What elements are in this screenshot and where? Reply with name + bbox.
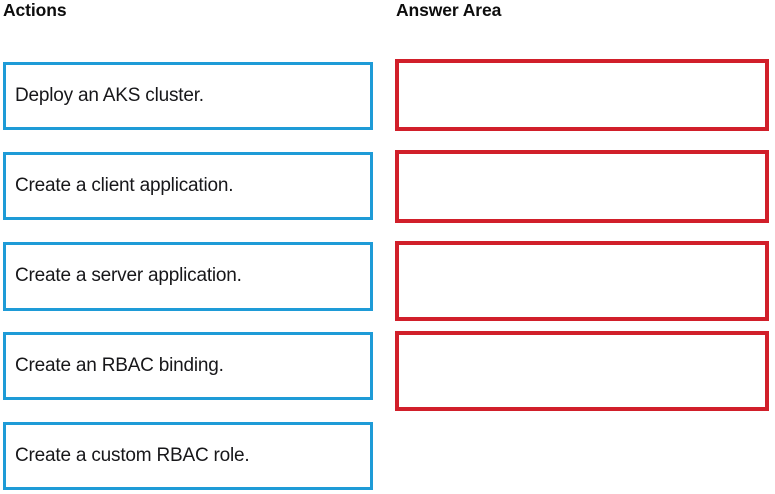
answer-slot-label <box>399 245 408 267</box>
answer-area-column-header: Answer Area <box>396 0 502 20</box>
actions-column-header: Actions <box>3 0 67 20</box>
answer-slot-label <box>399 335 408 357</box>
answer-slot[interactable] <box>395 59 769 131</box>
action-item-label: Deploy an AKS cluster. <box>15 84 204 106</box>
answer-slot[interactable] <box>395 241 769 321</box>
action-item-label: Create a custom RBAC role. <box>15 444 250 466</box>
action-item[interactable]: Create a client application. <box>3 152 373 220</box>
answer-slot-label <box>399 63 408 85</box>
answer-slot-label <box>399 154 408 176</box>
action-item[interactable]: Create a custom RBAC role. <box>3 422 373 490</box>
action-item-label: Create an RBAC binding. <box>15 354 224 376</box>
answer-slot[interactable] <box>395 150 769 223</box>
action-item[interactable]: Deploy an AKS cluster. <box>3 62 373 130</box>
action-item-label: Create a server application. <box>15 265 242 286</box>
action-item-label: Create a client application. <box>15 174 234 196</box>
action-item[interactable]: Create an RBAC binding. <box>3 332 373 400</box>
answer-slot[interactable] <box>395 331 769 411</box>
action-item[interactable]: Create a server application. <box>3 242 373 311</box>
